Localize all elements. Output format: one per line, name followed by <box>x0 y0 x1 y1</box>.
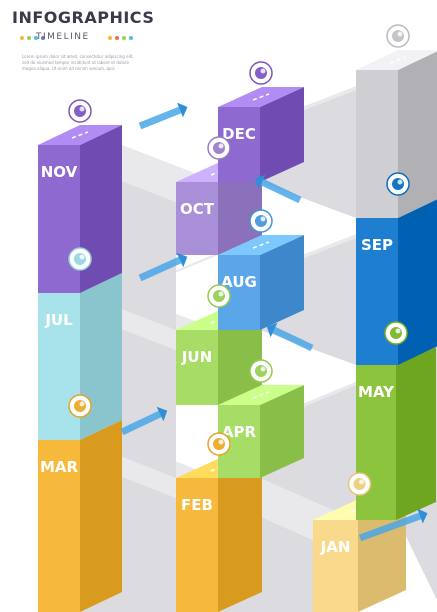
progress-arrow-icon <box>120 406 168 436</box>
month-label-oct: OCT <box>180 200 215 218</box>
chat-idea-icon <box>347 472 372 496</box>
folder-documents-icon <box>386 172 410 196</box>
block-front-top <box>356 70 398 218</box>
dot <box>122 36 126 40</box>
description-text: Lorem ipsum dolor sit amet, consectetur … <box>22 54 134 71</box>
block-front-oct <box>176 182 218 255</box>
month-label-jul: JUL <box>44 311 73 329</box>
road-dash <box>71 131 89 139</box>
progress-arrow-icon <box>138 102 188 130</box>
month-label-jan: JAN <box>320 538 351 556</box>
globe-settings-icon <box>384 321 408 345</box>
block-front-jun <box>176 330 218 405</box>
month-label-apr: APR <box>222 423 257 441</box>
block-side-sep <box>398 199 437 365</box>
road-dash <box>252 93 270 101</box>
block-front-feb <box>176 478 218 612</box>
paper-plane-icon <box>68 247 92 271</box>
block-side-jul <box>80 273 122 440</box>
block-front-aug <box>218 255 260 330</box>
month-label-feb: FEB <box>181 496 213 514</box>
block-side-nov <box>80 125 122 293</box>
presentation-board-icon <box>249 359 273 383</box>
block-front-mar <box>38 440 80 612</box>
dot <box>129 36 133 40</box>
page-subtitle: TIMELINE <box>36 32 90 42</box>
progress-arrow-icon <box>266 322 314 352</box>
page-title: INFOGRAPHICS <box>12 8 155 27</box>
month-label-may: MAY <box>358 383 395 401</box>
block-side-mar <box>80 420 122 612</box>
map-location-icon <box>207 284 231 308</box>
dot <box>41 36 45 40</box>
dot <box>115 36 119 40</box>
dot <box>108 36 112 40</box>
block-side-top <box>398 51 437 218</box>
block-side-dec <box>260 87 304 182</box>
block-front-apr <box>218 405 260 478</box>
dot <box>20 36 24 40</box>
decorative-dots-left <box>20 36 45 40</box>
month-label-jun: JUN <box>181 348 212 366</box>
team-network-icon <box>68 394 92 418</box>
road-dash <box>252 391 270 399</box>
month-label-sep: SEP <box>361 236 393 254</box>
month-label-nov: NOV <box>41 163 78 181</box>
road-dash <box>389 56 407 64</box>
block-front-dec <box>218 107 260 182</box>
month-label-aug: AUG <box>221 273 257 291</box>
pie-chart-pencil-icon <box>249 209 273 233</box>
progress-arrow-icon <box>358 508 428 542</box>
dot <box>34 36 38 40</box>
block-side-apr <box>260 385 304 478</box>
dot <box>27 36 31 40</box>
block-front-jan <box>313 520 358 612</box>
map-pin-magnifier-icon <box>207 136 231 160</box>
decorative-dots-right <box>108 36 133 40</box>
block-side-oct <box>218 162 262 255</box>
money-hand-icon <box>249 61 273 85</box>
target-arrow-icon <box>386 24 410 48</box>
block-side-feb <box>218 458 262 612</box>
clipboard-checklist-icon <box>68 99 92 123</box>
month-label-dec: DEC <box>222 125 256 143</box>
progress-arrow-icon <box>138 252 188 282</box>
block-side-aug <box>260 235 304 330</box>
month-label-mar: MAR <box>40 458 79 476</box>
progress-arrow-icon <box>254 174 302 204</box>
block-side-jun <box>218 310 262 405</box>
donut-chart-magnifier-icon <box>207 432 231 456</box>
block-side-may <box>396 347 436 520</box>
road-dash <box>252 241 270 249</box>
